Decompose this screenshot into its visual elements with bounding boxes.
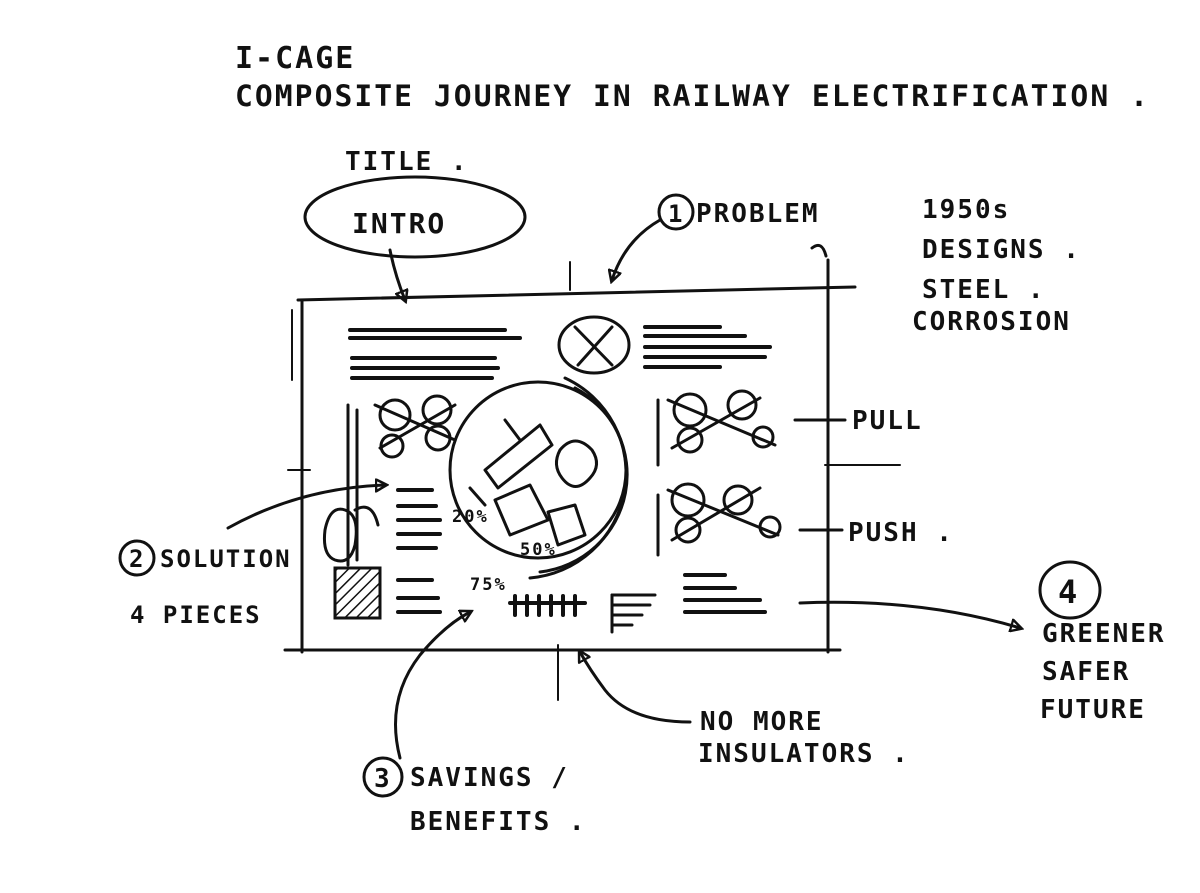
greener-arrow (798, 600, 1020, 628)
cage-piece-1 (483, 423, 554, 490)
pull-loop-sketch (666, 389, 777, 454)
savings-number-circle (362, 756, 404, 798)
poster-frame (283, 243, 901, 701)
cage-piece-2 (555, 439, 598, 488)
problem-note-1: 1950s (922, 195, 1010, 225)
problem-label: PROBLEM (696, 199, 820, 229)
push-loop-sketch (666, 482, 782, 544)
savings-label: SAVINGS / (410, 763, 569, 793)
solution-number: 2 (129, 545, 145, 573)
problem-note-2: DESIGNS . (922, 235, 1081, 265)
problem-text-block (643, 325, 772, 369)
poster-text-blocks (348, 325, 772, 634)
insulators-label: INSULATORS . (698, 739, 910, 769)
intro-label: INTRO (352, 207, 446, 240)
intro-callout: INTRO (303, 175, 527, 300)
problem-note-4: CORROSION (912, 307, 1071, 337)
header-line2: COMPOSITE JOURNEY IN RAILWAY ELECTRIFICA… (235, 79, 1150, 113)
benefits-label: BENEFITS . (410, 807, 587, 837)
percent-50: 50% (520, 540, 557, 560)
stepped-graph (610, 593, 657, 634)
savings-number: 3 (374, 764, 392, 794)
savings-callout: 3 SAVINGS / BENEFITS . (362, 612, 587, 837)
cage-piece-4 (546, 503, 587, 547)
percent-20: 20% (452, 507, 489, 527)
title-label: TITLE . (345, 147, 469, 177)
future-label: FUTURE (1040, 695, 1146, 725)
no-more-label: NO MORE (700, 707, 824, 737)
problem-callout: 1 PROBLEM (612, 193, 820, 280)
percent-75: 75% (470, 575, 507, 595)
push-label: PUSH . (848, 518, 954, 548)
no-more-callout: NO MORE INSULATORS . (580, 652, 910, 769)
figure-sketch (323, 403, 380, 567)
no-more-arrow (580, 652, 692, 724)
solution-pieces-label: 4 PIECES (130, 601, 262, 629)
intro-text-block (348, 328, 522, 380)
solution-arrow (226, 485, 385, 530)
intro-arrow (388, 248, 405, 300)
problem-arrow (612, 218, 662, 280)
solution-loop-sketch (373, 394, 457, 459)
cage-piece-3 (493, 483, 550, 537)
solution-label: SOLUTION (160, 545, 292, 573)
greener-number: 4 (1058, 573, 1079, 611)
problem-x-icon (557, 315, 631, 375)
greener-number-circle (1038, 560, 1102, 620)
solution-callout: 2 SOLUTION 4 PIECES (118, 485, 385, 629)
safer-label: SAFER (1042, 657, 1130, 687)
greener-label: GREENER (1042, 619, 1166, 649)
problem-note-3: STEEL . (922, 275, 1046, 305)
bottom-left-text-block (396, 578, 442, 614)
hatched-block (333, 566, 382, 620)
cage-assembly-diagram (448, 376, 629, 580)
savings-arrow (394, 612, 471, 760)
problem-number-circle (657, 193, 695, 231)
solution-number-circle (118, 539, 156, 577)
greener-callout: 4 GREENER SAFER FUTURE (798, 560, 1166, 725)
savings-bar-chart (508, 594, 587, 617)
greener-text-block (683, 573, 767, 614)
header-line1: I-CAGE (235, 41, 355, 76)
solution-text-block (396, 488, 442, 550)
intro-oval (303, 175, 527, 259)
problem-number: 1 (668, 200, 684, 228)
pull-label: PULL (852, 406, 923, 436)
